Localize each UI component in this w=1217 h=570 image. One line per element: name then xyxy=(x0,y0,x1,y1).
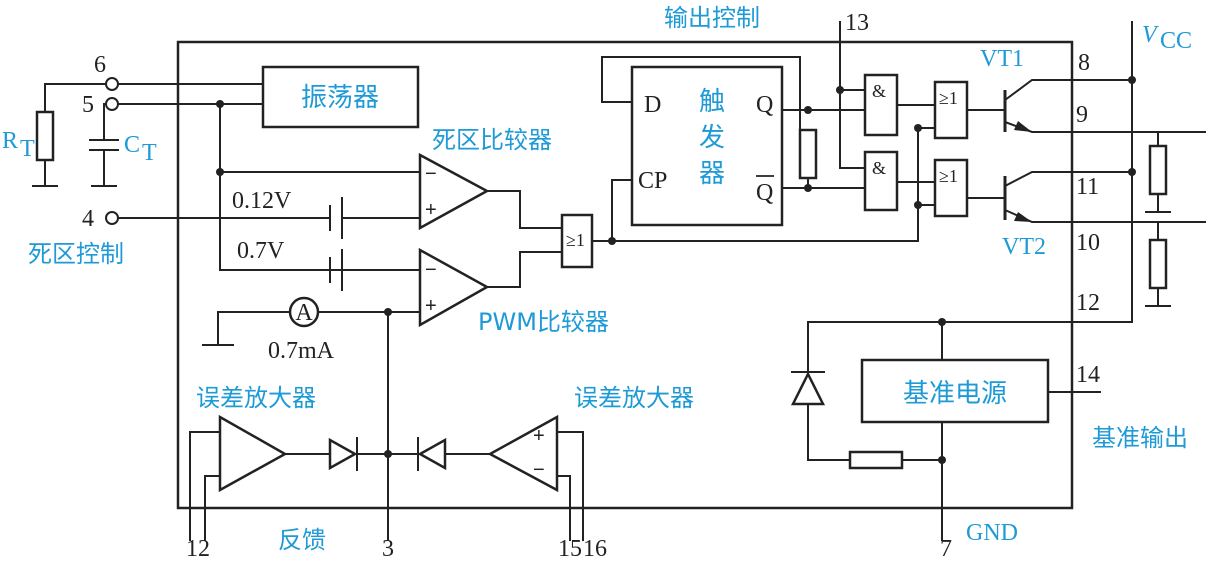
pwm-comparator-label: PWM比较器 xyxy=(478,308,609,336)
svg-text:A: A xyxy=(295,300,313,326)
svg-text:≥1: ≥1 xyxy=(939,166,958,186)
reference-output-label: 基准输出 xyxy=(1092,424,1188,452)
and-gate-top: & xyxy=(863,73,899,137)
pin5-terminal xyxy=(105,97,119,111)
flipflop: D CP Q Q 触 发 器 xyxy=(630,65,784,227)
or-gate-bottom: ≥1 xyxy=(933,158,969,218)
oscillator: 振荡器 xyxy=(261,65,420,129)
comparator-or-gate: ≥1 xyxy=(560,213,594,269)
feedback-label: 反馈 xyxy=(278,526,326,554)
svg-text:+: + xyxy=(533,425,545,447)
error-amp-right: + − xyxy=(487,414,559,493)
error-amp-left-label: 误差放大器 xyxy=(196,384,316,412)
svg-text:D: D xyxy=(644,92,661,118)
vt1-label: VT1 xyxy=(980,46,1024,72)
error-amp-right-label: 误差放大器 xyxy=(574,384,694,412)
vt2-label: VT2 xyxy=(1002,234,1046,260)
ff-resistor xyxy=(798,128,818,180)
svg-text:Q: Q xyxy=(756,180,773,206)
svg-text:器: 器 xyxy=(699,159,725,189)
pin5-number: 5 xyxy=(82,92,94,118)
pin6-terminal xyxy=(105,77,119,91)
rt-resistor xyxy=(32,83,107,187)
svg-text:CP: CP xyxy=(638,168,667,194)
rt-label: R xyxy=(2,128,18,154)
pin9-number: 9 xyxy=(1076,102,1088,128)
svg-text:&: & xyxy=(872,81,886,101)
svg-text:−: − xyxy=(425,163,437,185)
and-gate-bottom: & xyxy=(863,150,899,212)
vcc-label: V xyxy=(1142,22,1159,48)
chip-outline xyxy=(176,40,1074,510)
osc-ramp-wire xyxy=(219,103,341,271)
transistor-vt2 xyxy=(1003,171,1206,223)
load-resistor-bottom xyxy=(1145,221,1171,307)
ct-capacitor xyxy=(89,103,119,187)
pin12r-number: 12 xyxy=(1076,290,1100,316)
error-amp-left xyxy=(218,414,288,493)
v012-label: 0.12V xyxy=(232,188,292,214)
svg-text:发: 发 xyxy=(699,123,725,153)
reference-supply: 基准电源 xyxy=(860,358,1050,424)
pin11-number: 11 xyxy=(1076,174,1099,200)
reference-supply-label: 基准电源 xyxy=(903,379,1007,409)
dead-zone-comparator: − + xyxy=(418,152,490,231)
rt-subscript: T xyxy=(20,136,35,162)
pin8-number: 8 xyxy=(1078,50,1090,76)
svg-text:&: & xyxy=(872,158,886,178)
pin4-number: 4 xyxy=(82,206,94,232)
zener-diode xyxy=(790,371,826,461)
pin12b-number: 12 xyxy=(186,536,210,562)
current-label: 0.7mA xyxy=(268,338,335,364)
svg-text:≥1: ≥1 xyxy=(566,230,585,250)
ct-label: C xyxy=(124,132,140,158)
svg-text:≥1: ≥1 xyxy=(939,88,958,108)
v07-label: 0.7V xyxy=(237,238,285,264)
svg-text:Q: Q xyxy=(756,92,773,118)
pin6-number: 6 xyxy=(94,52,106,78)
gnd-label: GND xyxy=(966,520,1018,546)
vcc-subscript: CC xyxy=(1160,28,1192,54)
or-gate-top: ≥1 xyxy=(933,80,969,140)
svg-text:−: − xyxy=(533,459,545,481)
pin3-number: 3 xyxy=(382,536,394,562)
pin15-number: 15 xyxy=(558,536,582,562)
svg-text:+: + xyxy=(425,199,437,221)
output-control-label: 输出控制 xyxy=(664,4,760,32)
pin7-number: 7 xyxy=(940,536,952,562)
pin4-terminal xyxy=(105,211,119,225)
ct-subscript: T xyxy=(142,140,157,166)
ref-resistor xyxy=(848,450,904,470)
pin14-number: 14 xyxy=(1076,362,1100,388)
pwm-comparator: − + xyxy=(418,247,490,328)
dead-zone-control-label: 死区控制 xyxy=(28,240,124,268)
svg-text:触: 触 xyxy=(699,87,725,117)
oscillator-block xyxy=(261,65,420,129)
pin10-number: 10 xyxy=(1076,230,1100,256)
dead-zone-comparator-label: 死区比较器 xyxy=(432,126,552,154)
load-resistor-top xyxy=(1145,131,1171,213)
transistor-vt1 xyxy=(1003,79,1206,133)
pin13-number: 13 xyxy=(845,10,869,36)
svg-text:+: + xyxy=(425,295,437,317)
oscillator-label: 振荡器 xyxy=(301,83,379,113)
svg-text:−: − xyxy=(425,259,437,281)
pin16-number: 16 xyxy=(583,536,607,562)
